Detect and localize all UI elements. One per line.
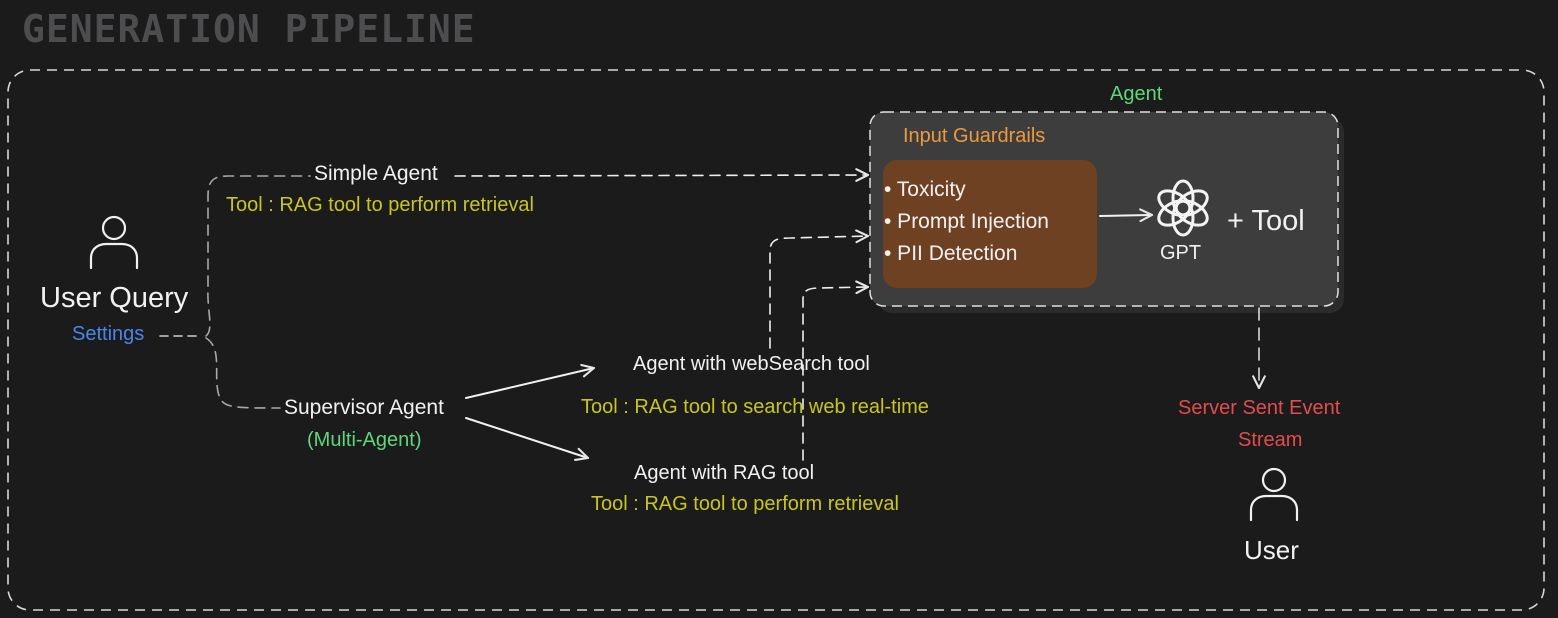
plus-tool-label: + Tool	[1227, 205, 1305, 237]
connector-branch	[205, 175, 311, 337]
page-title: GENERATION PIPELINE	[22, 7, 476, 51]
supervisor-agent-sub: (Multi-Agent)	[307, 429, 422, 451]
web-agent-label[interactable]: Agent with webSearch tool	[633, 353, 870, 375]
simple-agent-tool: Tool : RAG tool to perform retrieval	[226, 194, 534, 216]
user-label: User	[1244, 535, 1299, 565]
supervisor-agent-label[interactable]: Supervisor Agent	[284, 396, 444, 419]
gpt-label: GPT	[1160, 242, 1202, 264]
connector-supervisor	[205, 337, 281, 409]
rag-agent-tool: Tool : RAG tool to perform retrieval	[591, 493, 899, 515]
pipeline-frame	[7, 69, 1545, 611]
arrow-to-gpt	[1099, 208, 1154, 223]
web-agent-tool: Tool : RAG tool to search web real-time	[581, 396, 929, 418]
settings-label[interactable]: Settings	[72, 323, 145, 345]
simple-agent-label[interactable]: Simple Agent	[314, 162, 438, 185]
guardrails-list: • Toxicity • Prompt Injection • PII Dete…	[884, 178, 1049, 274]
arrow-to-web-agent	[465, 363, 596, 399]
connector-web-agent	[769, 229, 870, 349]
connector-rag-agent	[802, 280, 870, 461]
stream-label: Stream	[1238, 429, 1303, 451]
rag-agent-label[interactable]: Agent with RAG tool	[634, 462, 815, 484]
user-icon	[89, 215, 139, 270]
arrow-to-rag-agent	[465, 417, 590, 461]
connector-simple-agent	[454, 168, 870, 182]
guardrails-title: Input Guardrails	[903, 125, 1046, 147]
guardrail-toxicity: • Toxicity	[884, 178, 966, 201]
sse-label: Server Sent Event	[1178, 397, 1341, 419]
openai-logo-icon	[1157, 179, 1209, 237]
user-icon	[1249, 467, 1299, 522]
agent-label: Agent	[1110, 83, 1163, 105]
guardrail-pii-detection: • PII Detection	[884, 242, 1018, 265]
guardrail-prompt-injection: • Prompt Injection	[884, 210, 1049, 233]
user-query-label: User Query	[40, 282, 189, 314]
guardrails-panel	[883, 160, 1097, 288]
